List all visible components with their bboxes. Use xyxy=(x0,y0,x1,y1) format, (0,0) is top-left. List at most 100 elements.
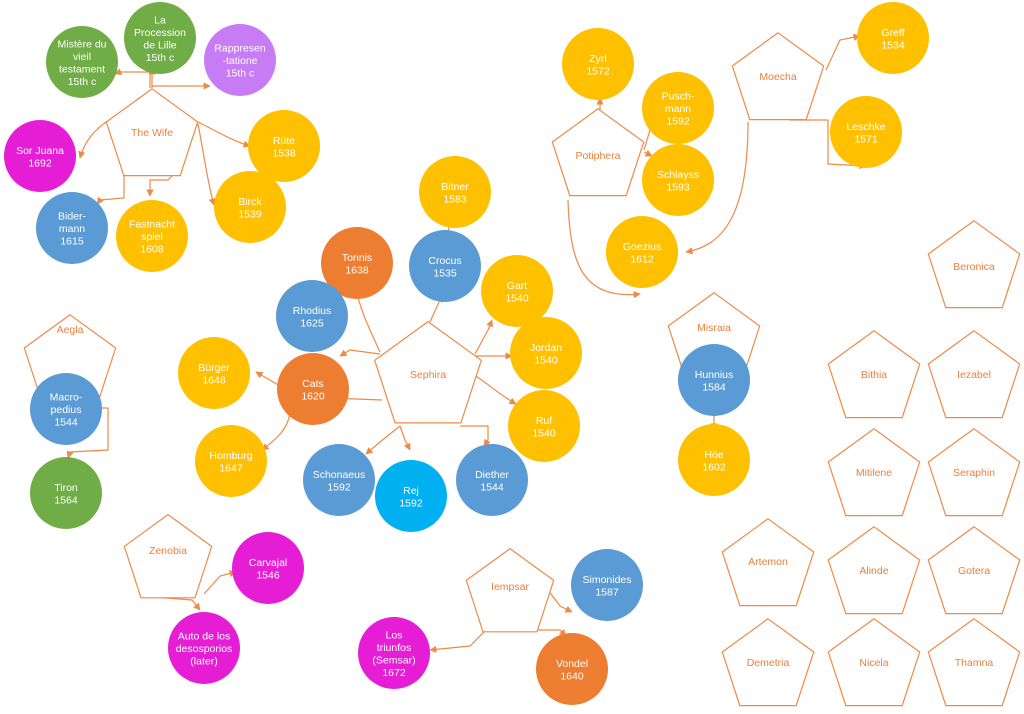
circle-label-cats-line-0: Cats xyxy=(302,378,324,390)
circle-label-greff-line-0: Greff xyxy=(881,27,904,39)
pentagon-node-sephira: Sephira xyxy=(373,320,483,424)
circle-label-bidermann-line-0: Bider- xyxy=(58,211,87,223)
edge-wife-mistere xyxy=(114,68,151,88)
edge-potiphera-schlayss xyxy=(643,149,653,157)
edge-cats-burger xyxy=(255,371,281,387)
circle-label-macropedius-line-1: pedius xyxy=(51,404,82,416)
pentagons: The WifeSephiraPotipheraMoechaMisraiaAeg… xyxy=(23,32,1021,707)
pentagon-node-thamna: Thamna xyxy=(927,618,1021,707)
circle-label-rej-line-1: 1592 xyxy=(399,497,423,509)
circle-label-sorjuana-line-1: 1692 xyxy=(28,157,52,169)
circle-label-rappresentatione-line-0: Rappresen xyxy=(214,43,266,55)
pentagon-label-iezabel: Iezabel xyxy=(957,369,991,381)
pentagon-node-alinde: Alinde xyxy=(827,526,921,615)
circle-shape-carvajal xyxy=(232,532,304,604)
pentagon-shape-seraphin xyxy=(927,428,1021,517)
circle-label-lostriunfos-line-3: 1672 xyxy=(382,667,406,679)
edge-sephira-diether xyxy=(460,425,491,447)
pentagon-node-nicela: Nicela xyxy=(827,618,921,707)
pentagon-label-nicela: Nicela xyxy=(859,657,888,669)
pentagon-node-seraphin: Seraphin xyxy=(927,428,1021,517)
circle-label-rej-line-0: Rej xyxy=(403,485,419,497)
pentagon-label-demetria: Demetria xyxy=(747,657,790,669)
circle-shape-rhodius xyxy=(276,280,348,352)
circle-label-fastnacht-line-2: 1608 xyxy=(140,244,164,256)
pentagon-shape-iempsar xyxy=(465,547,555,633)
circle-shape-rute xyxy=(248,110,320,182)
edge-sephira-rej xyxy=(399,425,411,451)
circle-label-rappresentatione-line-1: -tatione xyxy=(222,55,257,67)
circle-label-fastnacht-line-1: spiel xyxy=(141,231,163,243)
circle-label-mistere-line-3: 15th c xyxy=(68,76,97,88)
edge-moecha-leschke xyxy=(790,119,867,170)
circle-label-goezius-line-0: Goezius xyxy=(623,241,662,253)
circle-label-lostriunfos-line-1: triunfos xyxy=(377,642,411,654)
edge-sephira-ruf xyxy=(469,371,517,405)
pentagon-shape-artemon xyxy=(721,518,815,607)
circle-shape-schonaeus xyxy=(303,444,375,516)
edge-wife-birck xyxy=(197,123,216,206)
circle-shape-fastnacht xyxy=(116,200,188,272)
circle-label-procession-line-1: Procession xyxy=(134,27,186,39)
pentagon-shape-moecha xyxy=(731,32,825,121)
pentagon-label-misraia: Misraia xyxy=(697,322,731,334)
circle-label-auto-line-0: Auto de los xyxy=(178,631,231,643)
circle-label-leschke-line-1: 1571 xyxy=(854,133,878,145)
edge-wife-sorjuana xyxy=(78,121,107,159)
pentagon-node-gotera: Gotera xyxy=(927,526,1021,615)
pentagon-label-wife: The Wife xyxy=(131,127,173,139)
circle-label-carvajal-line-1: 1546 xyxy=(256,569,280,581)
circle-shape-homburg xyxy=(195,425,267,497)
circle-shape-zyrl xyxy=(562,28,634,100)
circle-label-birck-line-1: 1539 xyxy=(238,208,262,220)
circle-label-schonaeus-line-0: Schonaeus xyxy=(313,469,366,481)
pentagon-shape-gotera xyxy=(927,526,1021,615)
circle-label-jordan-line-0: Jordan xyxy=(530,342,562,354)
pentagon-label-artemon: Artemon xyxy=(748,556,788,568)
circle-label-diether-line-0: Diether xyxy=(475,469,509,481)
pentagon-label-zenobia: Zenobia xyxy=(149,545,187,557)
circle-label-bidermann-line-2: 1615 xyxy=(60,236,84,248)
pentagon-node-artemon: Artemon xyxy=(721,518,815,607)
circle-label-hunnius-line-0: Hunnius xyxy=(695,369,734,381)
pentagon-node-beronica: Beronica xyxy=(927,220,1021,309)
circle-shape-rej xyxy=(375,460,447,532)
circle-shape-auto xyxy=(168,612,240,684)
circle-label-rappresentatione-line-2: 15th c xyxy=(226,68,255,80)
circle-label-schonaeus-line-1: 1592 xyxy=(327,481,351,493)
circle-label-rhodius-line-1: 1625 xyxy=(300,317,324,329)
circle-shape-diether xyxy=(456,444,528,516)
edge-sephira-rhodius xyxy=(339,349,381,357)
circle-label-simonides-line-1: 1587 xyxy=(595,586,619,598)
circle-shape-bidermann xyxy=(36,192,108,264)
circle-label-carvajal-line-0: Carvajal xyxy=(249,557,288,569)
edge-sephira-schonaeus xyxy=(365,425,401,455)
circle-label-macropedius-line-2: 1544 xyxy=(54,417,78,429)
pentagon-shape-zenobia xyxy=(123,513,213,599)
pentagon-node-iezabel: Iezabel xyxy=(927,330,1021,419)
pentagon-shape-wife xyxy=(105,88,199,177)
circle-label-hunnius-line-1: 1584 xyxy=(702,381,726,393)
circle-label-gart-line-0: Gart xyxy=(507,280,528,292)
circle-shape-tonnis xyxy=(321,227,393,299)
circle-label-tonnis-line-1: 1638 xyxy=(345,264,369,276)
circle-shape-sorjuana xyxy=(4,120,76,192)
pentagon-node-moecha: Moecha xyxy=(731,32,825,121)
circle-label-burger-line-1: 1648 xyxy=(202,374,226,386)
circle-shape-simonides xyxy=(571,549,643,621)
circle-label-rute-line-0: Rüte xyxy=(273,135,295,147)
edge-sephira-gart xyxy=(474,319,493,355)
